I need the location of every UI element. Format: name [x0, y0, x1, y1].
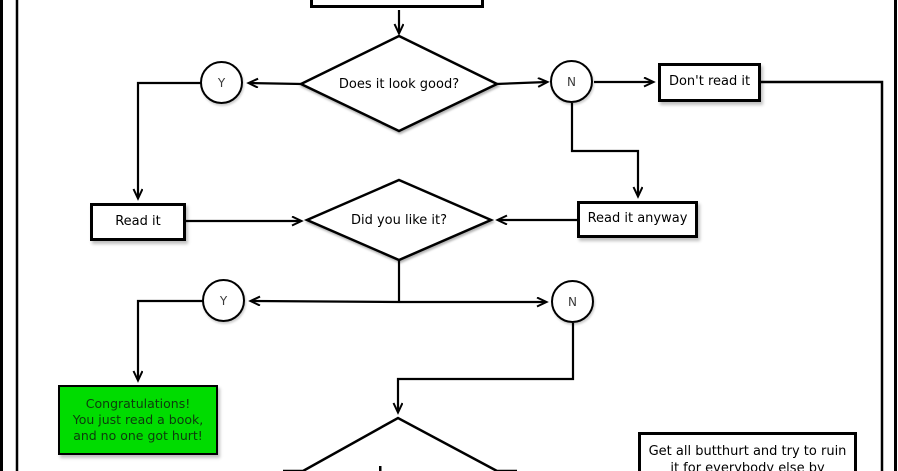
no2-circle: N: [551, 280, 594, 323]
butthurt-line2: it for everybody else by: [670, 460, 825, 471]
butthurt-box-clipped: Get all butthurt and try to ruin it for …: [638, 432, 857, 471]
read-it-anyway-label: Read it anyway: [587, 211, 688, 227]
congrats-line1: Congratulations!: [85, 395, 191, 411]
connector-decision1-to-yes1: [249, 83, 303, 84]
yes1-circle: Y: [200, 61, 243, 104]
connector-no2-to-decision3: [398, 323, 575, 412]
congrats-box: Congratulations! You just read a book, a…: [58, 385, 218, 455]
dont-read-it-box: Don't read it: [658, 63, 761, 102]
yes1-label: Y: [217, 75, 226, 90]
no2-label: N: [568, 294, 577, 309]
decision3-diamond-clipped: [283, 416, 517, 471]
connector-decision1-to-no1: [495, 82, 547, 84]
no1-circle: N: [550, 60, 593, 103]
yes2-circle: Y: [202, 279, 245, 322]
decision2-diamond: [303, 178, 495, 262]
top-box-clipped: [310, 0, 484, 8]
connector-no1-to-readanyway: [570, 103, 638, 196]
connector-yes1-to-readit: [138, 81, 201, 198]
read-it-label: Read it: [115, 213, 161, 229]
connector-dontread-wraparound: [761, 80, 884, 471]
connector-decision2-to-yes2: [251, 301, 400, 302]
read-it-box: Read it: [90, 203, 186, 241]
butthurt-line1: Get all butthurt and try to ruin: [648, 444, 847, 459]
decision1-diamond: [298, 34, 500, 133]
congrats-line2: You just read a book,: [72, 411, 204, 427]
connector-yes2-to-congrats: [138, 299, 203, 380]
yes2-label: Y: [219, 293, 228, 308]
read-it-anyway-box: Read it anyway: [577, 201, 698, 238]
congrats-line3: and no one got hurt!: [73, 428, 203, 444]
dont-read-it-label: Don't read it: [668, 74, 751, 90]
clipped-text-fragment: [379, 466, 382, 471]
no1-label: N: [567, 74, 576, 89]
